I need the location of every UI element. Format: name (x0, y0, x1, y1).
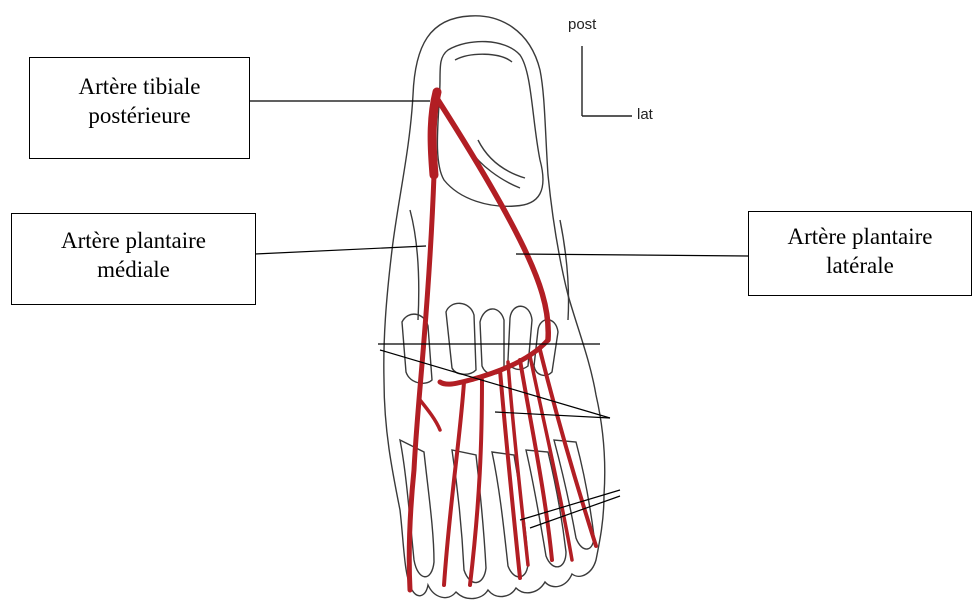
medial-plantar-artery (409, 175, 434, 590)
orientation-indicator (582, 46, 632, 116)
orientation-post-label: post (568, 16, 596, 33)
pointer-laterale (516, 254, 748, 256)
label-laterale-line1: Artère plantaire (749, 222, 971, 251)
label-laterale-line2: latérale (749, 251, 971, 280)
label-artere-plantaire-laterale: Artère plantaire latérale (748, 211, 972, 296)
foot-outline (384, 16, 605, 599)
digital-artery-2 (470, 380, 482, 585)
pointer-mediale (255, 246, 426, 254)
label-artere-plantaire-mediale: Artère plantaire médiale (11, 213, 256, 305)
label-tibiale-line1: Artère tibiale (30, 72, 249, 101)
posterior-tibial-artery (432, 92, 437, 175)
label-tibiale-line2: postérieure (30, 101, 249, 130)
digital-artery-1 (444, 382, 464, 585)
medial-branch (420, 400, 440, 430)
label-mediale-line1: Artère plantaire (12, 226, 255, 255)
label-artere-tibiale-posterieure: Artère tibiale postérieure (29, 57, 250, 159)
orientation-lat-label: lat (637, 106, 653, 123)
label-mediale-line2: médiale (12, 255, 255, 284)
